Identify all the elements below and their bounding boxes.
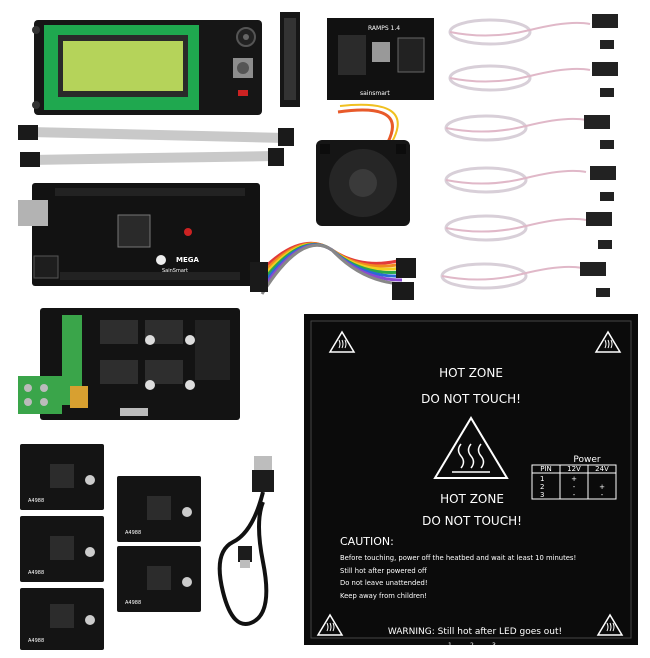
corner-warning-icon xyxy=(328,330,356,353)
heatbed: HOT ZONE DO NOT TOUCH! HOT ZONE DO NOT T… xyxy=(304,314,638,649)
ramps-shield xyxy=(18,308,240,420)
usb-cable xyxy=(217,456,274,626)
heatbed-pin-labels: 1 2 3 xyxy=(448,642,496,649)
caution-line: Still hot after powered off xyxy=(340,567,427,575)
pin-label: 3 xyxy=(492,642,496,649)
mega-label: MEGA xyxy=(176,256,199,264)
power-table-header: 12V xyxy=(567,465,581,473)
endstop-cable-set xyxy=(440,14,618,297)
stepper-drivers: A4988 A4988 A4988 A4988 A4988 xyxy=(20,444,201,650)
hot-zone-label: HOT ZONE xyxy=(440,492,504,506)
stepper-driver: A4988 xyxy=(20,444,104,510)
warning-line: WARNING: Still hot after LED goes out! xyxy=(388,627,562,637)
corner-warning-icon xyxy=(594,330,622,353)
pin-label: 1 xyxy=(448,642,452,649)
power-table-cell: 2 xyxy=(540,483,544,491)
caution-line: Keep away from children! xyxy=(340,592,427,600)
pin-label: 2 xyxy=(470,642,474,649)
endstop-cable xyxy=(448,62,618,97)
caution-line: Before touching, power off the heatbed a… xyxy=(340,554,576,562)
driver-label: A4988 xyxy=(125,530,141,536)
power-table-title: Power xyxy=(573,455,601,465)
endstop-cable xyxy=(448,14,618,49)
ribbon-cables xyxy=(18,125,294,167)
stepper-driver: A4988 xyxy=(117,476,201,542)
hot-surface-warning-icon xyxy=(433,416,509,479)
ramps-adapter-brand: sainsmart xyxy=(360,90,390,97)
hot-zone-label: HOT ZONE xyxy=(439,366,503,380)
endstop-cable xyxy=(444,114,614,149)
driver-label: A4988 xyxy=(28,498,44,504)
driver-label: A4988 xyxy=(28,570,44,576)
stepper-driver: A4988 xyxy=(20,516,104,582)
stepper-driver: A4988 xyxy=(117,546,201,612)
cooling-fan xyxy=(316,103,410,226)
power-table-cell: 1 xyxy=(540,475,544,483)
endstop-cable xyxy=(440,262,610,297)
power-table-cell: + xyxy=(599,483,605,491)
power-table: Power PIN 12V 24V 1 + 2 - + 3 - - xyxy=(531,455,617,500)
power-table-cell: + xyxy=(571,475,577,483)
do-not-touch-label: DO NOT TOUCH! xyxy=(422,514,522,528)
caution-title: CAUTION: xyxy=(340,535,394,548)
power-table-cell: - xyxy=(573,483,576,491)
power-table-cell: - xyxy=(601,491,604,499)
power-table-cell: - xyxy=(573,491,576,499)
caution-line: Do not leave unattended! xyxy=(340,579,428,587)
power-table-header: PIN xyxy=(540,465,552,473)
ramps-adapter: RAMPS 1.4 sainsmart xyxy=(327,18,434,100)
ramps-adapter-title: RAMPS 1.4 xyxy=(368,25,400,32)
jumper-wire-bundle xyxy=(250,241,416,300)
driver-label: A4988 xyxy=(28,638,44,644)
power-table-header: 24V xyxy=(595,465,609,473)
power-table-cell: 3 xyxy=(540,491,544,499)
mega-board: MEGA SainSmart xyxy=(18,183,260,286)
do-not-touch-label: DO NOT TOUCH! xyxy=(421,392,521,406)
lcd-controller xyxy=(32,12,300,115)
driver-label: A4988 xyxy=(125,600,141,606)
corner-warning-icon xyxy=(316,613,344,636)
endstop-cable xyxy=(444,166,616,201)
mega-brand: SainSmart xyxy=(162,268,188,274)
endstop-cable xyxy=(444,212,612,249)
stepper-driver: A4988 xyxy=(20,588,104,650)
corner-warning-icon xyxy=(596,613,624,636)
